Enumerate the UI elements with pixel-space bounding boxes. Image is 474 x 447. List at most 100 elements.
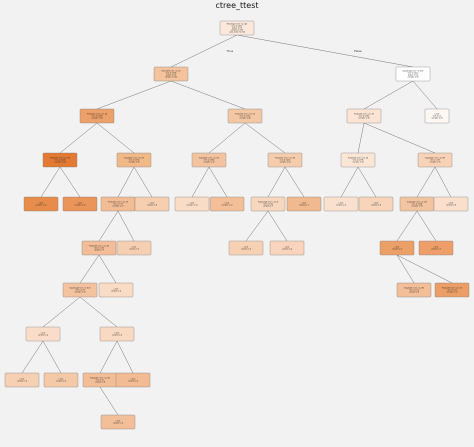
tree-node-label: Petalwidth (cm) <= 1.35 (108, 201, 128, 204)
tree-node-label: samples = 30 (358, 118, 369, 120)
tree-node-label: ttest = 0.378 (353, 159, 364, 162)
tree-node-label: samples = 4 (56, 381, 66, 383)
tree-edge (99, 340, 118, 374)
tree-node-label: ttest = 0.384 (412, 203, 423, 206)
tree-node-label: ttest = 0.31 (409, 289, 419, 292)
tree-edge (59, 166, 81, 198)
tree-node-label: ttest = 0.148 (55, 159, 66, 162)
tree-edge (79, 296, 118, 328)
tree-node-label: samples = 5 (392, 249, 402, 251)
tree-node-label: ttest = 0.37 (113, 203, 123, 206)
tree-node-label: Sepalwidth (cm) <= 2.95 (425, 157, 445, 160)
tree-node-label: Sepalwidth (cm) <= 2.85 (404, 287, 424, 290)
tree-node-box (269, 240, 305, 256)
tree-node-label: ttest = 0.396 (166, 72, 177, 75)
tree-edge (412, 80, 438, 110)
tree-node-label: pvalue = 0.0 (166, 75, 176, 77)
tree-node-label: L-leaf (434, 247, 439, 249)
tree-node-label: samples = 12 (35, 205, 46, 207)
tree-node-label: samples = 50 (407, 77, 418, 79)
tree-node-label: samples = 9 (263, 206, 273, 208)
tree-node-label: samples = 5 (431, 249, 441, 251)
tree-node-label: L-leaf (131, 379, 136, 381)
tree-edge (396, 210, 418, 242)
tree-node-label: L-leaf (41, 333, 46, 335)
tree-node-box (115, 372, 151, 388)
tree-node-label: samples = 8 (409, 292, 419, 294)
tree-edge (340, 166, 359, 198)
tree-node-label: L-leaf (339, 203, 344, 205)
tree-node-label: L-leaf (78, 203, 83, 205)
tree-node-label: ttest = 0.412 (408, 72, 419, 75)
tree-edge (267, 166, 286, 198)
tree-node-box (174, 196, 210, 212)
tree-node-box (424, 108, 450, 124)
tree-node-label: L-leaf (39, 203, 44, 205)
tree-node-label: Sepallength (cm) <= 6.05 (403, 70, 424, 73)
tree-node-label: Petallength (cm) <= 2.45 (227, 23, 247, 26)
tree-node-label: L-leaf (190, 203, 195, 205)
tree-node-label: samples = 12 (446, 292, 457, 294)
tree-node-label: samples = 4 (111, 291, 121, 293)
tree-node-label: samples = 24 (54, 162, 65, 164)
tree-node-label: ttest = 0.39 (430, 159, 440, 162)
tree-node-box (417, 152, 453, 168)
tree-node-label: L-leaf (374, 203, 379, 205)
tree-edge (191, 166, 210, 198)
tree-node-label: L-leaf (59, 379, 64, 381)
tree-node-label: samples = 4 (17, 381, 27, 383)
tree-node-label: pvalue = 0.0 (408, 75, 418, 77)
tree-node-label: Sepalwidth (cm) <= 2.75 (124, 157, 144, 160)
tree-node-label: L-leaf (244, 247, 249, 249)
tree-edge (363, 80, 414, 110)
tree-node-box (191, 152, 227, 168)
tree-node-label: samples = 4 (113, 423, 123, 425)
tree-node-label: L-leaf (150, 203, 155, 205)
tree-node-label: L-leaf (132, 247, 137, 249)
tree-edge (236, 34, 414, 68)
tree-edge (40, 166, 61, 198)
tree-node-label: L-leaf (395, 247, 400, 249)
tree-node-label: samples = 12 (221, 205, 232, 207)
tree-edge (396, 254, 415, 284)
tree-node-label: samples = 46 (239, 118, 250, 120)
tree-edge (117, 210, 135, 242)
tree-edge (267, 210, 288, 242)
tree-node-label: ttest = 0.3 (96, 379, 105, 382)
tree-node-label: ttest = 0.33 (75, 289, 85, 292)
tree-node-label: samples = 9 (94, 250, 104, 252)
tree-node-box (81, 240, 117, 256)
tree-node-box (99, 326, 135, 342)
tree-node-label: samples = 14 (352, 162, 363, 164)
tree-node-label: Sepallength (cm) <= 6.25 (70, 287, 91, 290)
tree-edge (21, 340, 44, 374)
tree-node-box (62, 196, 98, 212)
tree-node-label: Petalwidth (cm) <= 1.85 (275, 157, 295, 160)
tree-node-label: ttest = 0.392 (129, 159, 140, 162)
tree-node-label: Sepalwidth (cm) <= 2.65 (90, 377, 110, 380)
tree-node-label: Petalwidth (cm) <= 1.75 (235, 113, 255, 116)
tree-node-label: samples = 8 (371, 205, 381, 207)
tree-edge (170, 80, 246, 110)
tree-node-label: Sepallength (cm) <= 5.8 (258, 201, 278, 204)
tree-node-box (43, 372, 79, 388)
tree-node-label: L-leaf (116, 421, 121, 423)
tree-node-label: samples = 8 (147, 205, 157, 207)
